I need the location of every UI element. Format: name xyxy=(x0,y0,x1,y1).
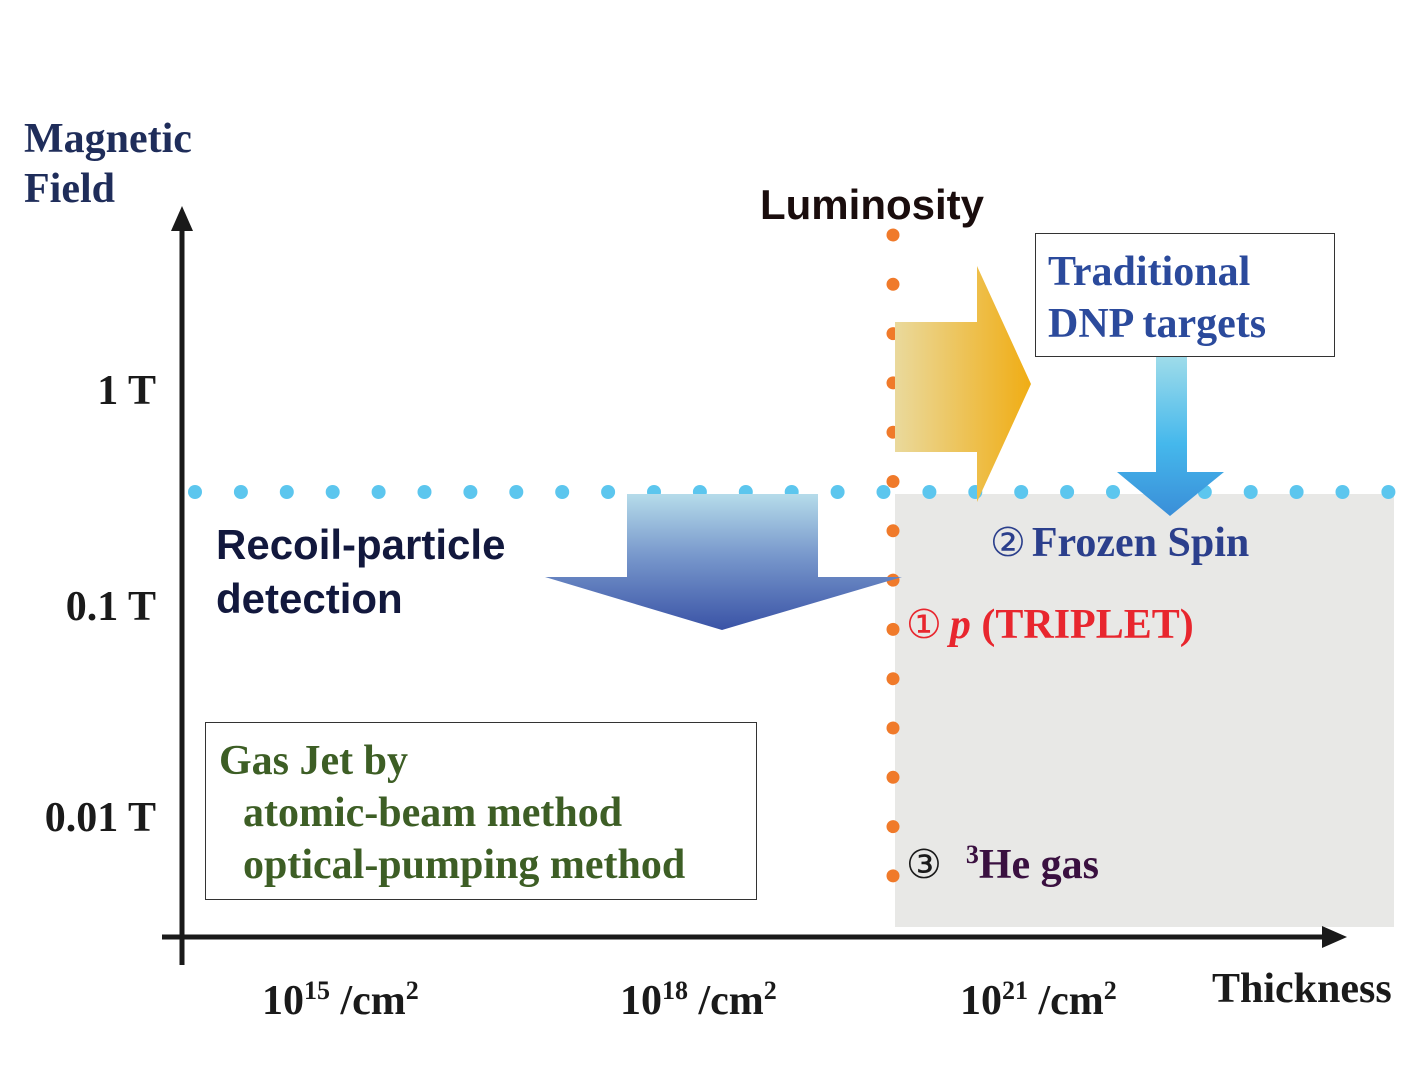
frozen-spin-number: ② xyxy=(990,520,1026,566)
orange-dot xyxy=(886,277,900,291)
cyan-dot xyxy=(325,485,340,499)
gas-jet-line2: atomic-beam method xyxy=(243,790,623,836)
y-tick-0.1T: 0.1 T xyxy=(65,584,156,630)
x-tick-1e21-base: 10 xyxy=(960,978,1002,1024)
x-tick-1e15: 1015 /cm2 xyxy=(262,976,419,1024)
cyan-dot xyxy=(601,485,616,499)
luminosity-label: Luminosity xyxy=(760,181,985,228)
cyan-dot xyxy=(279,485,294,499)
gas-jet-label: Gas Jet by atomic-beam method optical-pu… xyxy=(219,735,685,891)
x-tick-1e18-unit-exp: 2 xyxy=(763,976,777,1005)
he-gas-number: ③ xyxy=(906,842,942,888)
cyan-dot xyxy=(509,485,524,499)
triplet-rest: (TRIPLET) xyxy=(970,602,1194,648)
cyan-dot xyxy=(1014,485,1029,499)
x-tick-1e15-base: 10 xyxy=(262,978,304,1024)
he-gas-sup: 3 xyxy=(965,840,979,869)
cyan-dot xyxy=(555,485,570,499)
x-tick-1e15-unit: /cm xyxy=(330,978,406,1024)
cyan-dot xyxy=(1289,485,1304,499)
y-axis-title-line1: Magnetic xyxy=(24,116,192,162)
triplet-p: p xyxy=(949,602,971,648)
he-gas-text: He gas xyxy=(978,842,1100,888)
traditional-dnp-box: Traditional DNP targets xyxy=(1035,233,1335,357)
x-tick-1e15-exp: 15 xyxy=(304,976,330,1005)
cyan-dot xyxy=(876,485,891,499)
cyan-dot xyxy=(830,485,845,499)
y-axis-title: Magnetic Field xyxy=(24,114,192,214)
x-axis-title: Thickness xyxy=(1212,966,1392,1012)
cyan-dot xyxy=(1381,485,1396,499)
cyan-dot xyxy=(417,485,432,499)
y-tick-1T: 1 T xyxy=(97,368,156,414)
gas-jet-line3: optical-pumping method xyxy=(243,842,686,888)
cyan-dot xyxy=(233,485,248,499)
x-tick-1e21-unit-exp: 2 xyxy=(1103,976,1117,1005)
x-tick-1e15-unit-exp: 2 xyxy=(405,976,419,1005)
cyan-dot xyxy=(922,485,937,499)
field-threshold-dotted-line xyxy=(188,485,1396,499)
y-tick-0.01T: 0.01 T xyxy=(44,795,156,841)
cyan-dot xyxy=(463,485,478,499)
x-tick-1e21: 1021 /cm2 xyxy=(960,976,1117,1024)
orange-dot xyxy=(886,721,900,735)
x-tick-1e18: 1018 /cm2 xyxy=(620,976,777,1024)
cyan-dot xyxy=(1060,485,1075,499)
orange-dot xyxy=(886,622,900,636)
orange-dot xyxy=(886,869,900,883)
recoil-line1: Recoil-particle xyxy=(216,521,506,568)
triplet-number: ① xyxy=(906,602,942,648)
cyan-dot xyxy=(371,485,386,499)
y-axis-arrowhead xyxy=(171,206,193,231)
orange-dot xyxy=(886,820,900,834)
cyan-dot xyxy=(1243,485,1258,499)
orange-dot xyxy=(886,524,900,538)
recoil-detection-arrow xyxy=(545,494,902,630)
orange-dot xyxy=(886,228,900,242)
x-tick-1e18-exp: 18 xyxy=(662,976,688,1005)
orange-dot xyxy=(886,573,900,587)
gas-jet-box: Gas Jet by atomic-beam method optical-pu… xyxy=(205,722,757,900)
x-tick-1e18-base: 10 xyxy=(620,978,662,1024)
dnp-down-arrow xyxy=(1117,356,1224,516)
high-luminosity-region xyxy=(895,494,1394,927)
traditional-line2: DNP targets xyxy=(1048,301,1267,347)
recoil-detection-label: Recoil-particle detection xyxy=(216,518,505,626)
x-tick-1e21-exp: 21 xyxy=(1002,976,1028,1005)
traditional-dnp-label: Traditional DNP targets xyxy=(1048,246,1266,350)
x-tick-1e18-unit: /cm xyxy=(688,978,764,1024)
cyan-dot xyxy=(188,485,202,499)
orange-dot xyxy=(886,672,900,686)
x-axis-arrowhead xyxy=(1322,926,1347,948)
x-tick-1e21-unit: /cm xyxy=(1028,978,1104,1024)
cyan-dot xyxy=(1106,485,1120,499)
orange-dot xyxy=(886,475,900,488)
traditional-line1: Traditional xyxy=(1048,249,1251,295)
orange-dot xyxy=(886,770,900,784)
gas-jet-line1: Gas Jet by xyxy=(219,738,408,784)
luminosity-arrow xyxy=(895,266,1031,502)
cyan-dot xyxy=(1335,485,1350,499)
recoil-line2: detection xyxy=(216,575,403,622)
y-axis-title-line2: Field xyxy=(24,166,115,212)
frozen-spin-text: Frozen Spin xyxy=(1031,520,1250,566)
